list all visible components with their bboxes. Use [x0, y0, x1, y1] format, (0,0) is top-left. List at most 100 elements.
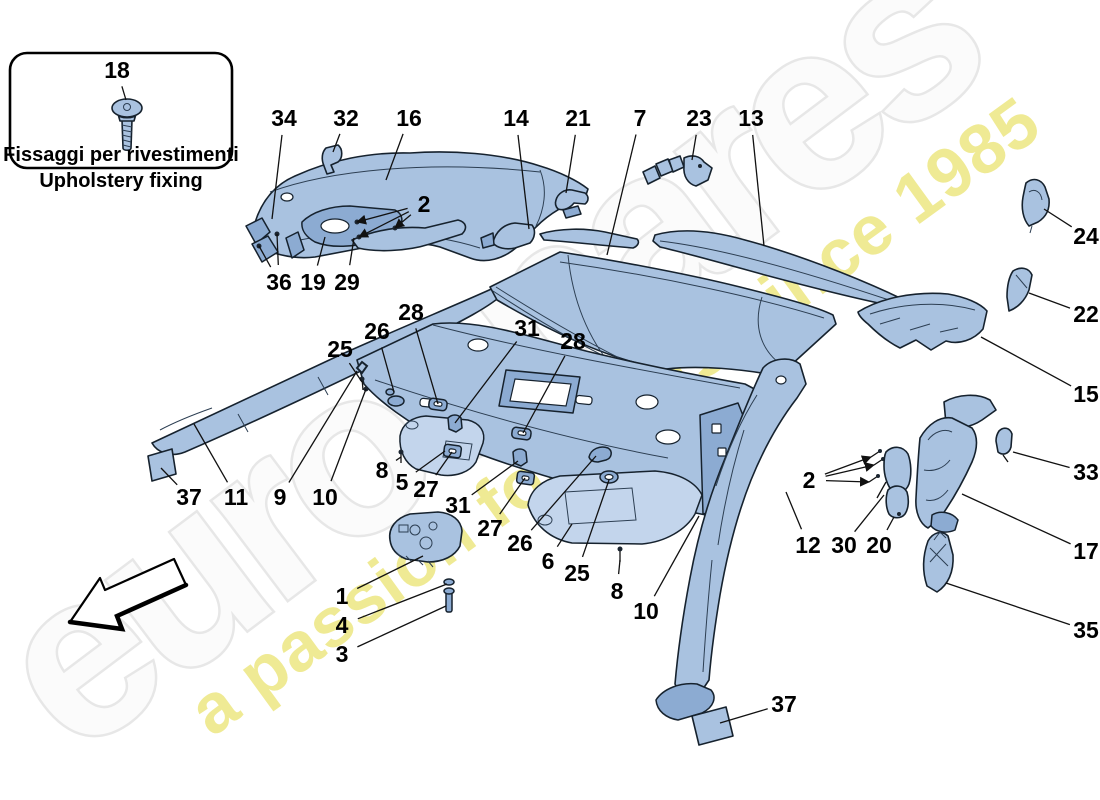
- clip-28b: [511, 426, 532, 441]
- callout-8[interactable]: 8: [611, 578, 624, 604]
- leader-line-3: [357, 605, 447, 648]
- callout-31[interactable]: 31: [445, 492, 471, 518]
- screw-8a-head: [398, 449, 404, 455]
- callout-7[interactable]: 7: [634, 105, 647, 131]
- callout-35[interactable]: 35: [1073, 617, 1099, 643]
- part-30-tail: [876, 481, 887, 499]
- leader-line-20: [886, 516, 895, 531]
- screw-8b: [617, 546, 623, 562]
- part-23-dot: [698, 164, 702, 168]
- leader-line-37: [160, 467, 178, 486]
- part-22-shape: [1006, 267, 1033, 312]
- callout-1[interactable]: 1: [336, 583, 349, 609]
- part-14-trim: [480, 222, 640, 250]
- part-22-detail: [1015, 274, 1028, 289]
- callout-17[interactable]: 17: [1073, 538, 1099, 564]
- callout-32[interactable]: 32: [333, 105, 359, 131]
- part-29-shape: [351, 219, 467, 252]
- callout-25[interactable]: 25: [327, 336, 353, 362]
- callout-37[interactable]: 37: [771, 691, 797, 717]
- leader-line-34: [271, 134, 283, 220]
- part-7-shape: [489, 251, 837, 377]
- callout-13[interactable]: 13: [738, 105, 764, 131]
- leader-line-24: [1043, 208, 1073, 228]
- end-cap-hole-b: [717, 447, 727, 457]
- callout-4[interactable]: 4: [336, 612, 349, 638]
- callout-14[interactable]: 14: [503, 105, 529, 131]
- part-5-hinge: [405, 420, 419, 430]
- screw-threads: [121, 124, 133, 148]
- leader-line-13: [752, 134, 765, 247]
- part-15-detail: [869, 303, 976, 333]
- leader-line-26: [530, 455, 597, 531]
- leader-line-32: [332, 133, 341, 153]
- leader-line-8: [395, 456, 402, 461]
- callout-8[interactable]: 8: [376, 457, 389, 483]
- callout-10[interactable]: 10: [633, 598, 659, 624]
- callout-20[interactable]: 20: [866, 532, 892, 558]
- callout-37[interactable]: 37: [176, 484, 202, 510]
- leader-line-33: [1012, 451, 1070, 469]
- callout-29[interactable]: 29: [334, 269, 360, 295]
- part-12-pillar-trim: [655, 358, 807, 721]
- leader-line-17: [961, 493, 1071, 545]
- callout-23[interactable]: 23: [686, 105, 712, 131]
- callout-16[interactable]: 16: [396, 105, 422, 131]
- callout-11[interactable]: 11: [224, 484, 249, 510]
- callout-27[interactable]: 27: [413, 476, 439, 502]
- part-20-insert: [885, 485, 910, 519]
- part-24-shape: [1021, 178, 1050, 227]
- part-14-blade: [539, 228, 640, 249]
- callout-10[interactable]: 10: [312, 484, 338, 510]
- legend-caption-english: Upholstery fixing: [39, 170, 202, 192]
- part-11-shape: [151, 285, 506, 456]
- screw-icon: [111, 98, 143, 152]
- callout-22[interactable]: 22: [1073, 301, 1099, 327]
- part-21-bracket: [554, 189, 589, 219]
- leader-line-2: [825, 462, 875, 477]
- part-17-detail: [923, 429, 953, 501]
- headliner-hole-a: [467, 338, 489, 352]
- part-16-hole: [280, 192, 294, 202]
- callout-24[interactable]: 24: [1073, 223, 1099, 249]
- leader-line-8: [617, 559, 621, 575]
- callout-28[interactable]: 28: [398, 299, 424, 325]
- callout-26[interactable]: 26: [364, 318, 390, 344]
- callout-12[interactable]: 12: [795, 532, 821, 558]
- part-11-pillar-trim: [151, 285, 506, 456]
- part-29-trim: [351, 219, 467, 252]
- callout-2[interactable]: 2: [803, 467, 816, 493]
- leader-line-2: [824, 455, 872, 475]
- callout-36[interactable]: 36: [266, 269, 292, 295]
- callout-25[interactable]: 25: [564, 560, 590, 586]
- leader-line-28: [415, 328, 439, 405]
- leader-line-2: [358, 211, 410, 238]
- callout-21[interactable]: 21: [565, 105, 591, 131]
- callout-9[interactable]: 9: [274, 484, 287, 510]
- callout-6[interactable]: 6: [542, 548, 555, 574]
- callout-15[interactable]: 15: [1073, 381, 1099, 407]
- callout-5[interactable]: 5: [396, 469, 409, 495]
- callout-18[interactable]: 18: [104, 57, 130, 83]
- part-37-bottom-shape: [691, 706, 734, 746]
- callout-34[interactable]: 34: [271, 105, 297, 131]
- callout-2[interactable]: 2: [418, 191, 431, 217]
- part-37-left-shape: [147, 448, 177, 482]
- callout-33[interactable]: 33: [1073, 459, 1099, 485]
- part-19-hole: [320, 218, 350, 234]
- callout-28[interactable]: 28: [560, 328, 586, 354]
- leader-line-31: [471, 460, 519, 496]
- leader-line-26: [380, 347, 395, 393]
- callout-26[interactable]: 26: [507, 530, 533, 556]
- callout-30[interactable]: 30: [831, 532, 857, 558]
- callout-19[interactable]: 19: [300, 269, 326, 295]
- bolt-3-shaft: [445, 591, 453, 613]
- leader-line-23: [691, 134, 697, 161]
- part-36-fixings: [245, 217, 305, 263]
- callout-3[interactable]: 3: [336, 641, 349, 667]
- leader-line-31: [454, 341, 518, 424]
- leader-line-29: [349, 237, 355, 266]
- clip-27b: [515, 470, 536, 486]
- callout-31[interactable]: 31: [514, 315, 540, 341]
- callout-27[interactable]: 27: [477, 515, 503, 541]
